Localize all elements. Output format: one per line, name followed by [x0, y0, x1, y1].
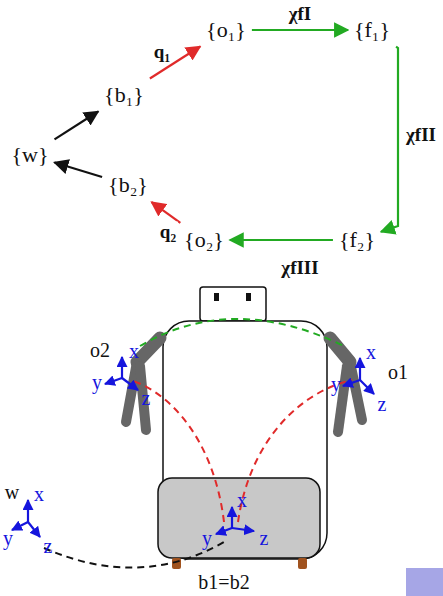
robot-eye: [214, 293, 219, 301]
frame-name: {f₁}: [354, 18, 390, 42]
axis-label: x: [129, 341, 139, 361]
transform-arrow: [152, 202, 181, 223]
axis-label: z: [44, 536, 53, 556]
axis-label: y: [202, 528, 212, 548]
frame-name: {f₂}: [339, 228, 375, 252]
logo: [406, 568, 443, 596]
axis-label: z: [260, 528, 269, 548]
axis-label: x: [237, 490, 247, 510]
robot-arms: [126, 338, 362, 432]
frame-label: o2: [90, 340, 110, 360]
edge-label: χfI: [287, 4, 314, 25]
frame-name: {b₂}: [108, 173, 148, 197]
edge-label: χfIII: [279, 258, 320, 279]
frame-name: {b₁}: [104, 83, 144, 107]
edge-label: q₂: [158, 222, 178, 243]
frame-node: {b₁}: [101, 81, 147, 109]
transform-arrow: [381, 47, 398, 232]
dashed-transform: [44, 542, 224, 568]
axis-label: z: [378, 394, 387, 414]
axis-label: y: [92, 372, 102, 392]
dashed-transform: [130, 380, 224, 522]
axis-label: y: [331, 374, 341, 394]
frame-label: o1: [388, 362, 408, 382]
frame-label: b1=b2: [198, 572, 249, 592]
axis-label: x: [366, 342, 376, 362]
dashed-transform: [140, 319, 344, 346]
robot-wheel: [298, 558, 307, 569]
frame-node: {w}: [8, 141, 51, 169]
transform-arrow: [230, 239, 333, 241]
transform-arrow: [252, 29, 348, 31]
axis-label: z: [142, 388, 151, 408]
frame-name: {o₁}: [206, 18, 246, 42]
coordinate-frames: [12, 357, 374, 537]
frame-label: w: [5, 482, 19, 502]
frame-node: {f₁}: [351, 16, 393, 44]
transform-arrow: [55, 112, 99, 140]
edge-label: χfII: [404, 125, 438, 146]
frame-name: {o₂}: [184, 228, 224, 252]
frame-node: {f₂}: [336, 226, 378, 254]
axis-label: x: [34, 484, 44, 504]
frame-node: {b₂}: [105, 171, 151, 199]
frame-node: {o₂}: [181, 226, 227, 254]
edge-label: q₁: [152, 42, 172, 63]
frame-node: {o₁}: [203, 16, 249, 44]
axis-label: y: [3, 528, 13, 548]
frame-name: {w}: [11, 143, 48, 167]
dashed-transform: [238, 380, 352, 522]
robot-head: [200, 287, 266, 321]
transform-arrow: [55, 163, 103, 178]
robot-eye: [246, 293, 251, 301]
